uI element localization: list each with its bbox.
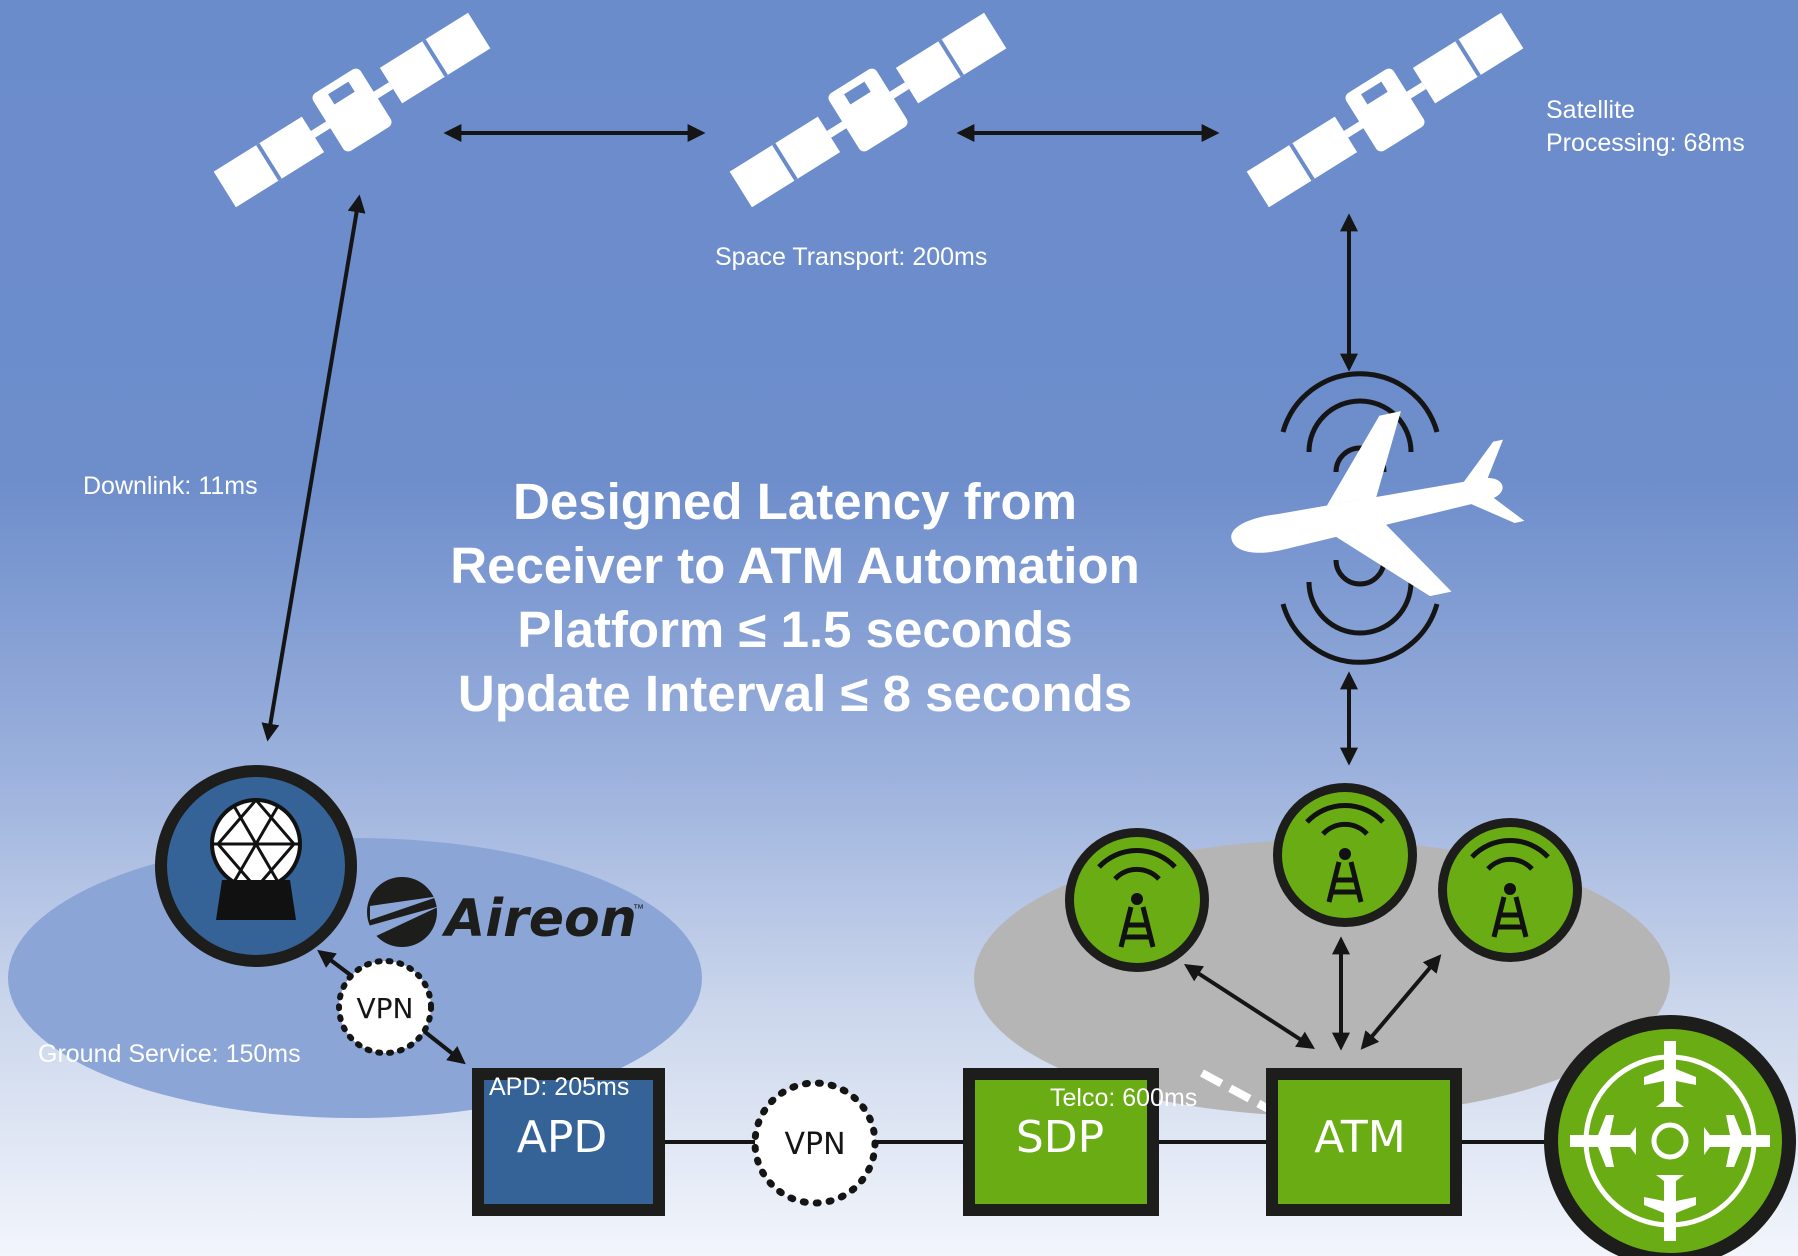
atm-label: ATM xyxy=(1314,1112,1406,1163)
sdp-node: SDP xyxy=(963,1068,1159,1216)
satellite-icon xyxy=(720,0,1016,221)
telco-link xyxy=(1200,1069,1278,1117)
radio-tower-icon xyxy=(1438,818,1582,962)
headline-line-1: Designed Latency from xyxy=(513,473,1077,530)
space-transport-label: Space Transport: 200ms xyxy=(715,243,988,271)
vpn-link-node: VPN xyxy=(751,1079,879,1207)
vpn-ground-label: VPN xyxy=(357,992,414,1025)
tower-atm-arrow xyxy=(1360,954,1442,1050)
telco-label: Telco: 600ms xyxy=(1050,1084,1198,1112)
satellite-icon xyxy=(204,0,500,221)
downlink-label: Downlink: 11ms xyxy=(83,472,258,500)
vpn-apd-arrow xyxy=(418,1026,466,1065)
radio-tower-icon xyxy=(1065,828,1209,972)
radio-tower-icon xyxy=(1273,783,1417,927)
headline-line-4: Update Interval ≤ 8 seconds xyxy=(457,665,1133,722)
vpn-link-label: VPN xyxy=(784,1127,845,1162)
satellite-processing-label: Satellite Processing: 68ms xyxy=(1546,94,1786,160)
apd-label: APD xyxy=(517,1112,608,1163)
aireon-logo: Aireon ™ xyxy=(367,877,644,949)
headline-line-2: Receiver to ATM Automation xyxy=(450,537,1140,594)
aireon-wordmark: Aireon xyxy=(441,889,637,949)
airplane-icon xyxy=(1231,411,1525,597)
headline-line-3: Platform ≤ 1.5 seconds xyxy=(517,601,1073,658)
ground-station-icon xyxy=(155,765,357,967)
downlink-arrow xyxy=(261,194,366,742)
ground-service-label: Ground Service: 150ms xyxy=(38,1040,301,1068)
apd-node: APD xyxy=(472,1068,665,1216)
headline: Designed Latency from Receiver to ATM Au… xyxy=(400,470,1190,726)
trademark-symbol: ™ xyxy=(633,903,644,915)
satellite-icon xyxy=(1237,0,1533,221)
atm-node: ATM xyxy=(1266,1068,1462,1216)
vpn-ground-node: VPN xyxy=(336,958,434,1056)
tower-atm-arrow xyxy=(1183,964,1316,1049)
satellite-processing-text: Satellite Processing: 68ms xyxy=(1546,96,1745,157)
sdp-label: SDP xyxy=(1016,1112,1104,1163)
apd-latency-label: APD: 205ms xyxy=(489,1073,630,1101)
radar-scope-icon xyxy=(1544,1015,1796,1256)
